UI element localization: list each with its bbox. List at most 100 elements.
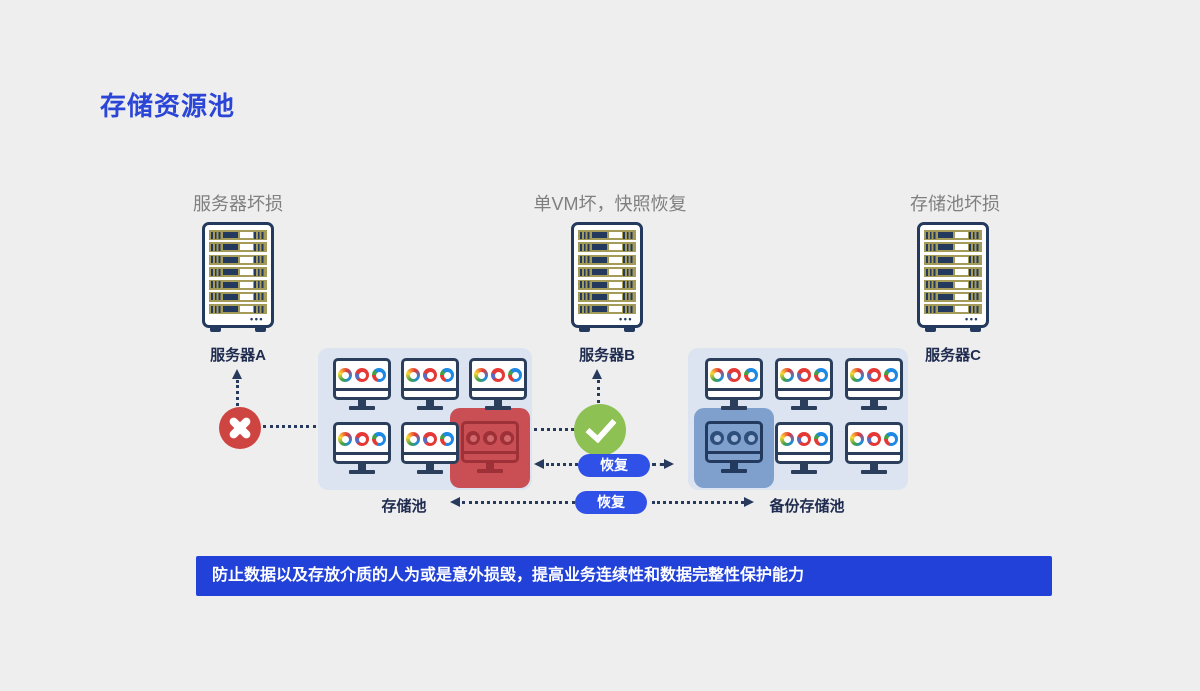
- summary-banner: 防止数据以及存放介质的人为或是意外损毁，提高业务连续性和数据完整性保护能力: [196, 556, 1052, 596]
- grill-icon: [580, 268, 591, 276]
- rack-slat: [924, 291, 982, 302]
- grill-icon: [580, 305, 591, 313]
- rack-slat: [209, 242, 267, 253]
- storage-pool-primary: [318, 348, 532, 490]
- grill-icon: [580, 293, 591, 301]
- arrow-right-icon: [744, 497, 754, 507]
- recover-pill-mid: 恢复: [578, 454, 650, 477]
- grill-icon: [622, 268, 634, 276]
- grill-icon: [211, 268, 222, 276]
- grill-icon: [211, 243, 222, 251]
- rack-slat: [924, 254, 982, 265]
- rack-slat: [924, 304, 982, 315]
- rack-slat: [924, 267, 982, 278]
- rack-slat: [924, 230, 982, 240]
- grill-icon: [580, 243, 591, 251]
- grill-icon: [253, 243, 265, 251]
- dotted-line: [534, 428, 574, 431]
- dotted-line: [597, 380, 600, 403]
- grill-icon: [622, 281, 634, 289]
- rack-slat: [578, 230, 636, 240]
- vm-monitor-icon: [398, 358, 462, 410]
- grill-icon: [622, 256, 634, 264]
- rack-slat: [209, 254, 267, 265]
- rack-slat: [578, 279, 636, 290]
- grill-icon: [580, 281, 591, 289]
- grill-icon: [253, 268, 265, 276]
- dotted-line: [263, 425, 316, 428]
- dotted-line: [236, 380, 239, 406]
- rack-led-dots: •••: [965, 314, 979, 325]
- grill-icon: [926, 305, 937, 313]
- grill-icon: [622, 305, 634, 313]
- backup-vm-monitor-icon: [702, 421, 766, 473]
- vm-monitor-icon: [466, 358, 530, 410]
- vm-monitor-icon: [842, 358, 906, 410]
- rack-slat: [209, 291, 267, 302]
- grill-icon: [253, 231, 265, 239]
- vm-monitor-icon: [330, 358, 394, 410]
- grill-icon: [926, 293, 937, 301]
- primary-pool-label: 存储池: [381, 498, 427, 515]
- server-rack-icon-a: •••: [202, 222, 274, 332]
- backup-pool-label: 备份存储池: [769, 498, 845, 515]
- arrow-up-icon: [592, 369, 602, 379]
- arrow-right-icon: [664, 459, 674, 469]
- grill-icon: [580, 231, 591, 239]
- dotted-line: [652, 501, 744, 504]
- rack-led-dots: •••: [250, 314, 264, 325]
- grill-icon: [253, 256, 265, 264]
- rack-slat: [924, 279, 982, 290]
- grill-icon: [211, 256, 222, 264]
- grill-icon: [622, 293, 634, 301]
- vm-monitor-icon: [330, 422, 394, 474]
- grill-icon: [968, 243, 980, 251]
- grill-icon: [622, 231, 634, 239]
- scenario-caption-pool-fault: 存储池坏损: [910, 194, 1000, 214]
- server-rack-icon-c: •••: [917, 222, 989, 332]
- rack-slat: [578, 242, 636, 253]
- rack-slat: [578, 304, 636, 315]
- grill-icon: [253, 281, 265, 289]
- grill-icon: [211, 231, 222, 239]
- vm-monitor-icon: [772, 358, 836, 410]
- grill-icon: [926, 231, 937, 239]
- rack-slat: [578, 291, 636, 302]
- grill-icon: [211, 281, 222, 289]
- grill-icon: [253, 293, 265, 301]
- check-circle-icon: [574, 404, 626, 456]
- rack-led-dots: •••: [619, 314, 633, 325]
- rack-slat: [578, 254, 636, 265]
- server-rack-icon-b: •••: [571, 222, 643, 332]
- grill-icon: [580, 256, 591, 264]
- grill-icon: [211, 305, 222, 313]
- grill-icon: [968, 305, 980, 313]
- vm-monitor-icon: [772, 422, 836, 474]
- grill-icon: [968, 281, 980, 289]
- grill-icon: [968, 256, 980, 264]
- recover-pill-bottom: 恢复: [575, 491, 647, 514]
- rack-slat: [209, 267, 267, 278]
- dotted-line: [546, 463, 578, 466]
- arrow-up-icon: [232, 369, 242, 379]
- arrow-left-icon: [534, 459, 544, 469]
- server-a-label: 服务器A: [210, 347, 266, 364]
- vm-monitor-icon: [842, 422, 906, 474]
- grill-icon: [968, 268, 980, 276]
- rack-slat: [209, 230, 267, 240]
- server-c-label: 服务器C: [925, 347, 981, 364]
- server-b-label: 服务器B: [579, 347, 635, 364]
- scenario-caption-vm-snapshot: 单VM坏，快照恢复: [533, 194, 687, 214]
- grill-icon: [926, 268, 937, 276]
- dotted-line: [462, 501, 575, 504]
- rack-slat: [924, 242, 982, 253]
- vm-monitor-icon: [398, 422, 462, 474]
- rack-slat: [209, 304, 267, 315]
- grill-icon: [926, 256, 937, 264]
- failed-vm-monitor-icon: [458, 421, 522, 473]
- vm-monitor-icon: [702, 358, 766, 410]
- grill-icon: [968, 231, 980, 239]
- grill-icon: [968, 293, 980, 301]
- storage-pool-backup: [688, 348, 908, 490]
- dotted-line: [652, 463, 664, 466]
